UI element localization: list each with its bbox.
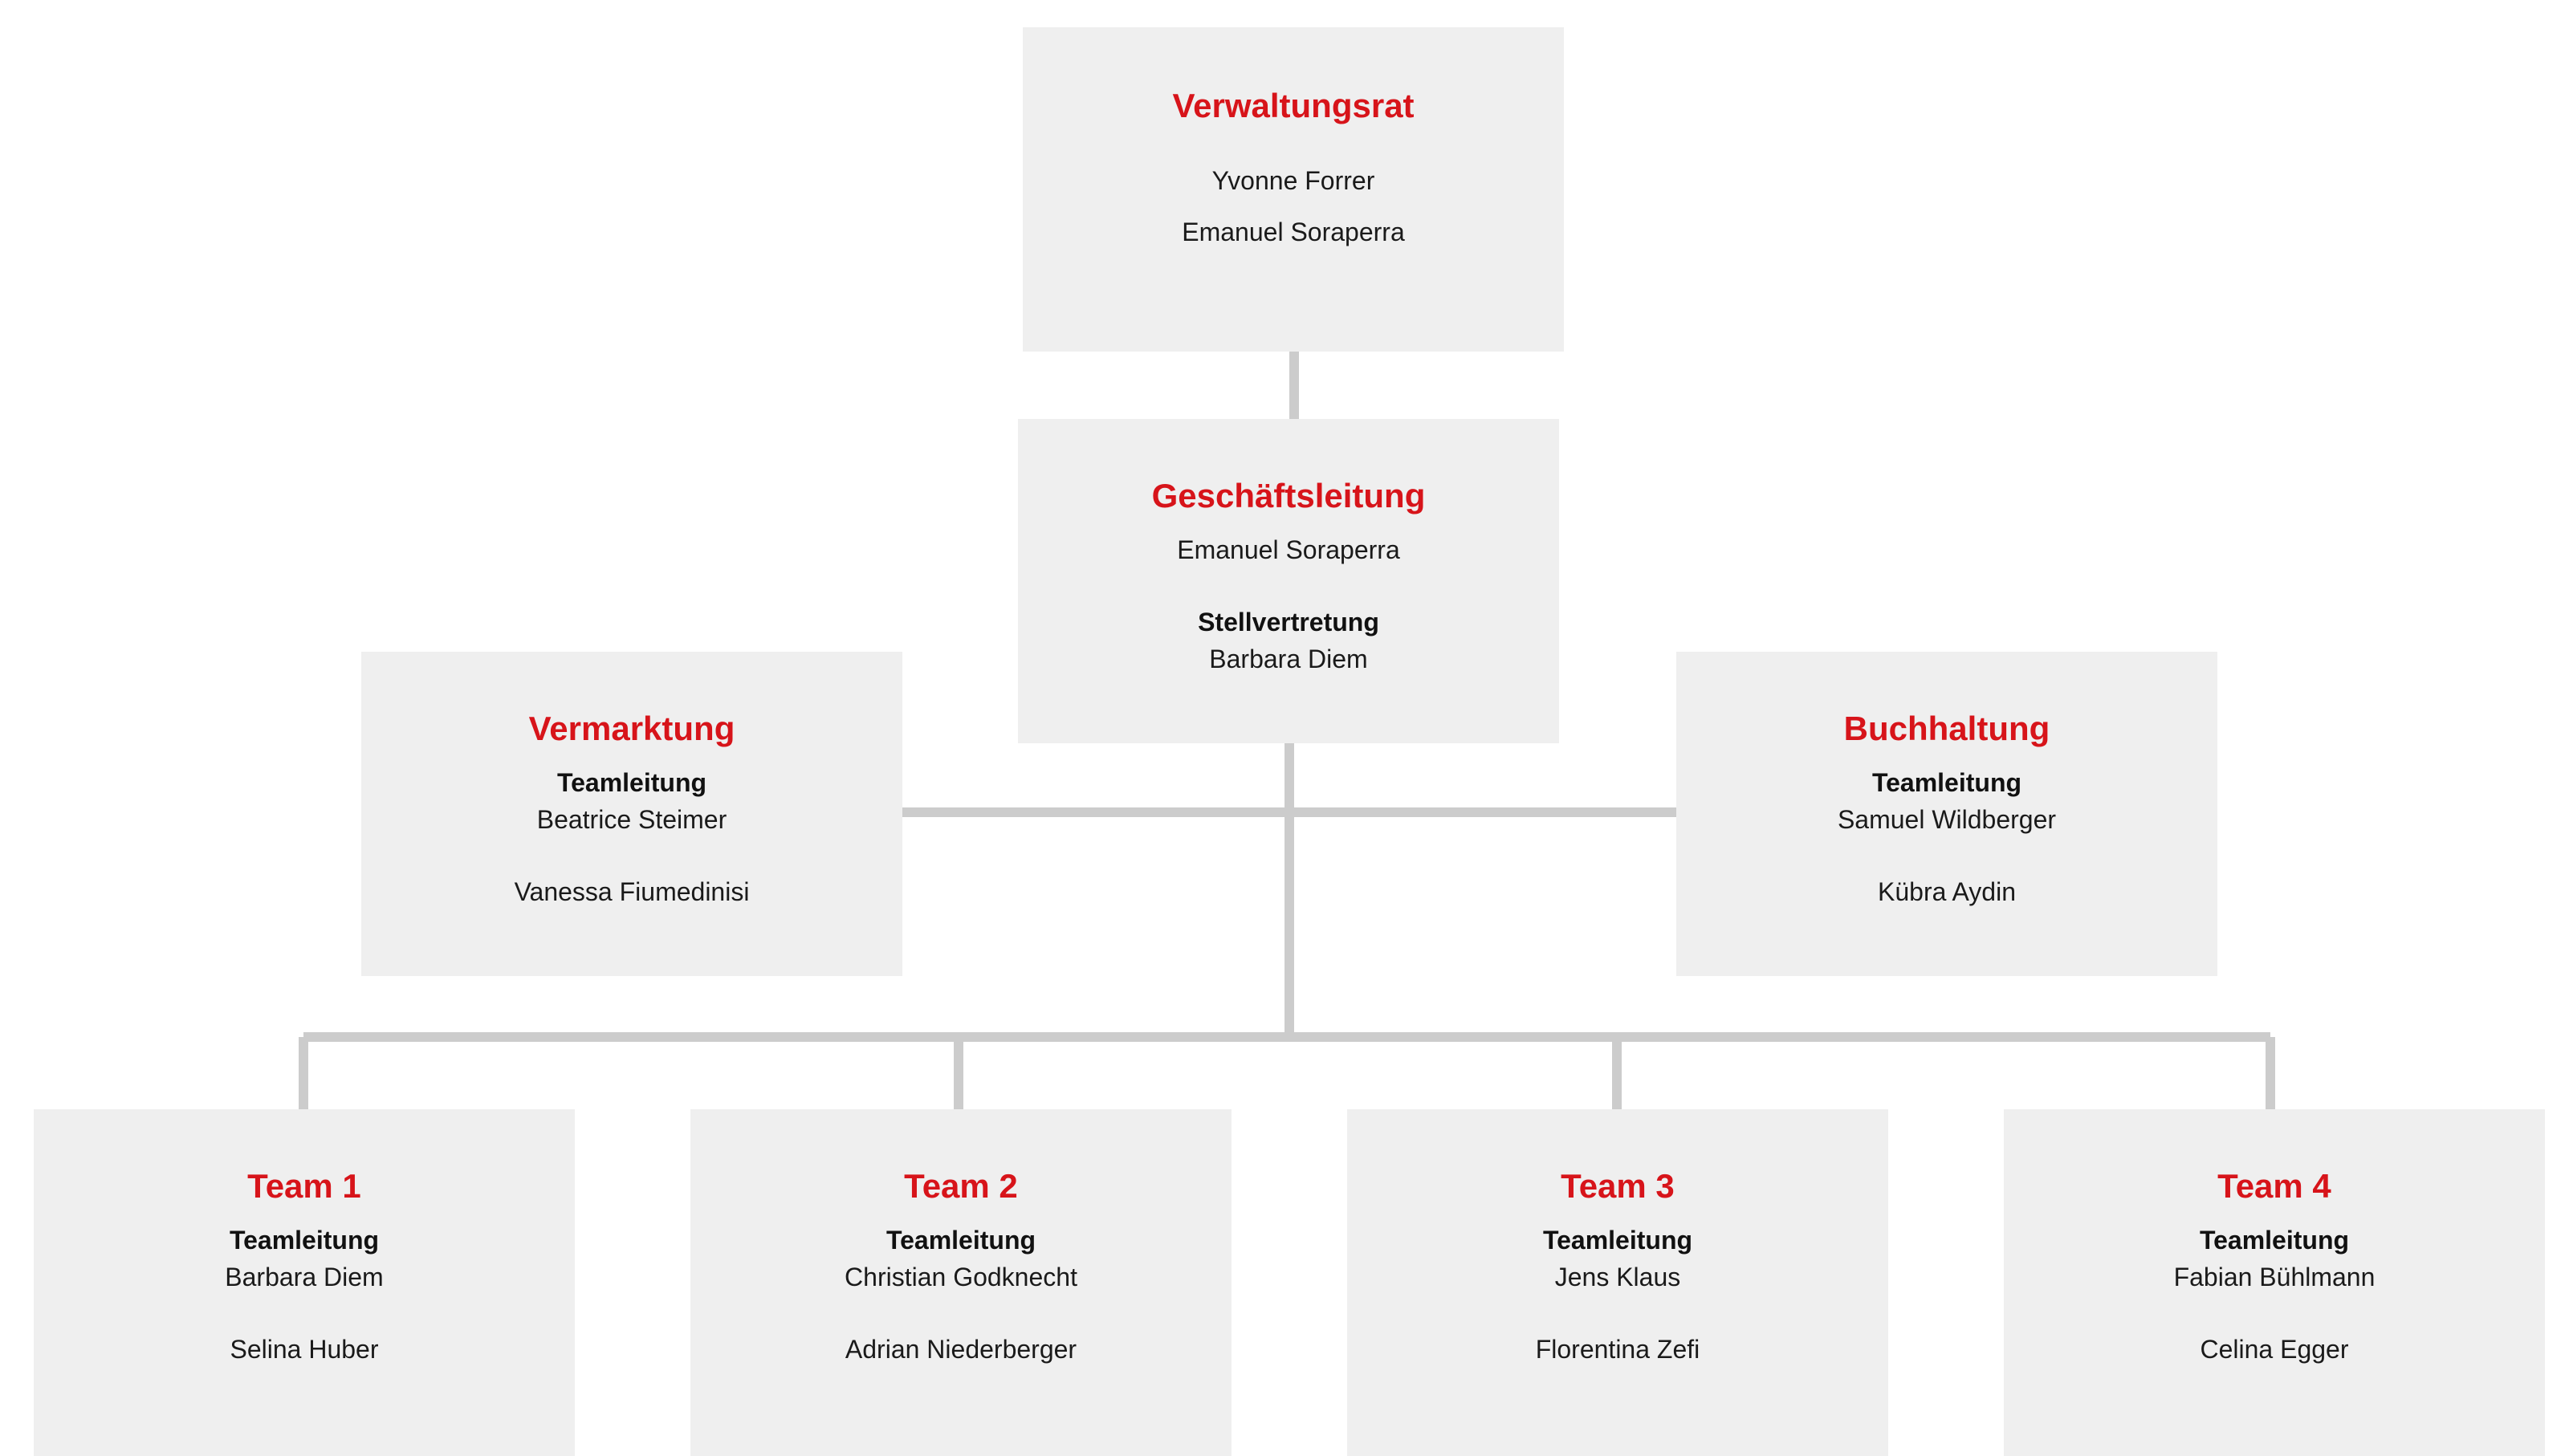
lead-name: Barbara Diem [225, 1265, 384, 1292]
lead-name: Samuel Wildberger [1837, 807, 2057, 835]
box-title: Team 1 [247, 1169, 361, 1206]
member-name: Vanessa Fiumedinisi [514, 880, 750, 907]
member-name: Emanuel Soraperra [1182, 220, 1405, 247]
lead-label: Teamleitung [886, 1228, 1036, 1255]
box-title: Geschäftsleitung [1151, 478, 1426, 515]
lead-name: Jens Klaus [1554, 1265, 1681, 1292]
member-name: Celina Egger [2200, 1337, 2349, 1364]
box-title: Team 3 [1561, 1169, 1675, 1206]
box-team-1: Team 1 Teamleitung Barbara Diem Selina H… [34, 1109, 575, 1456]
lead-name: Emanuel Soraperra [1177, 538, 1400, 565]
lead-label: Teamleitung [1871, 771, 2022, 798]
member-name: Kübra Aydin [1878, 880, 2016, 907]
deputy-name: Barbara Diem [1209, 647, 1368, 674]
box-title: Team 2 [904, 1169, 1018, 1206]
box-title: Vermarktung [528, 711, 735, 748]
box-vermarktung: Vermarktung Teamleitung Beatrice Steimer… [361, 652, 902, 976]
lead-label: Teamleitung [1542, 1228, 1693, 1255]
box-geschaeftsleitung: Geschäftsleitung Emanuel Soraperra Stell… [1018, 419, 1559, 743]
member-name: Adrian Niederberger [845, 1337, 1077, 1364]
lead-label: Teamleitung [229, 1228, 380, 1255]
lead-name: Beatrice Steimer [536, 807, 727, 835]
box-team-2: Team 2 Teamleitung Christian Godknecht A… [690, 1109, 1232, 1456]
box-title: Verwaltungsrat [1172, 88, 1415, 125]
box-team-4: Team 4 Teamleitung Fabian Bühlmann Celin… [2004, 1109, 2545, 1456]
member-name: Florentina Zefi [1535, 1337, 1700, 1364]
lead-label: Teamleitung [2199, 1228, 2350, 1255]
deputy-label: Stellvertretung [1198, 610, 1379, 637]
box-team-3: Team 3 Teamleitung Jens Klaus Florentina… [1347, 1109, 1888, 1456]
member-name: Yvonne Forrer [1211, 169, 1375, 196]
box-verwaltungsrat: Verwaltungsrat Yvonne Forrer Emanuel Sor… [1023, 27, 1564, 352]
box-title: Buchhaltung [1843, 711, 2050, 748]
lead-name: Fabian Bühlmann [2173, 1265, 2376, 1292]
lead-label: Teamleitung [556, 771, 707, 798]
member-name: Selina Huber [230, 1337, 379, 1364]
lead-name: Christian Godknecht [845, 1265, 1077, 1292]
box-title: Team 4 [2217, 1169, 2331, 1206]
box-buchhaltung: Buchhaltung Teamleitung Samuel Wildberge… [1676, 652, 2217, 976]
